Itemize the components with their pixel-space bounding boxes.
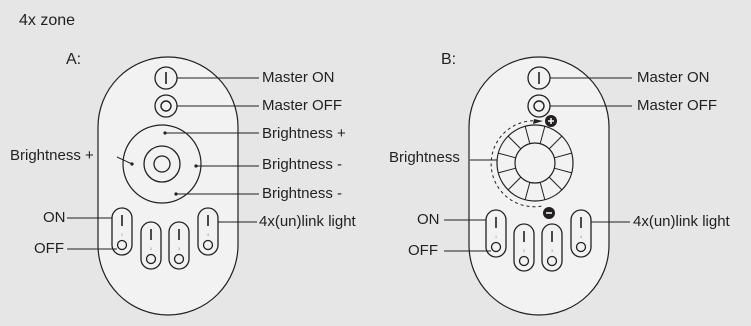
remote-a-master-on-label: Master ON: [262, 69, 335, 86]
remote-a-zone-button-4[interactable]: [197, 207, 219, 256]
remote-b-brightness-label: Brightness: [389, 149, 460, 166]
remote-a-brightness-down-right-label: Brightness -: [262, 156, 343, 173]
diagram-title: 4x zone: [19, 12, 76, 29]
brightness-arc: [490, 120, 543, 208]
remote-a-master-off-label: Master OFF: [262, 97, 343, 114]
remote-a-letter: A:: [66, 51, 82, 68]
ring-segment-divider: [554, 167, 572, 174]
remote-a-zone-number-1: 1: [121, 232, 124, 237]
remote-a-zone-button-2[interactable]: [140, 221, 162, 270]
remote-a-brightness-wheel[interactable]: [122, 124, 202, 204]
remote-a-zone-button-3[interactable]: [168, 221, 190, 270]
remote-b-zone-number-1: 1: [495, 234, 498, 239]
ring-segment-divider: [554, 152, 572, 159]
remote-b-zone-number-3: 3: [551, 248, 554, 253]
remote-a-on-label: ON: [43, 209, 66, 226]
remote-a-brightness-down-bottom-label: Brightness -: [262, 185, 343, 202]
remote-a-brightness-up-right-label: Brightness +: [262, 125, 346, 142]
ring-segment-divider: [507, 135, 522, 150]
remote-a-master-on-button[interactable]: [154, 66, 178, 90]
ring-segment-divider: [539, 182, 546, 200]
remote-b-zone-button-2[interactable]: [513, 223, 535, 272]
remote-b-on-label: ON: [417, 211, 440, 228]
remote-a-master-off-button[interactable]: [154, 94, 178, 118]
remote-a-zone-number-3: 3: [178, 246, 181, 251]
ring-segment-divider: [524, 182, 531, 200]
ring-segment-divider: [524, 126, 531, 144]
remote-a-leader-lines: [67, 77, 259, 250]
remote-b-off-label: OFF: [408, 242, 438, 259]
remote-a-zone-button-1[interactable]: [111, 207, 133, 256]
remote-b-zone-number-2: 2: [523, 248, 526, 253]
ring-segment-divider: [498, 167, 516, 174]
ring-segment-divider: [548, 135, 563, 150]
remote-b-master-off-label: Master OFF: [637, 97, 718, 114]
ring-segment-divider: [548, 176, 563, 191]
remote-b-zone-button-3[interactable]: [541, 223, 563, 272]
remote-b-zone-number-4: 4: [580, 234, 583, 239]
remote-a: 1 2 3 4: [67, 56, 259, 316]
remote-b-brightness-ring[interactable]: [490, 115, 574, 219]
remote-a-zone-number-2: 2: [150, 246, 153, 251]
remote-a-off-label: OFF: [34, 240, 64, 257]
remote-b-master-off-button[interactable]: [527, 94, 551, 118]
remote-b-zone-button-1[interactable]: [485, 209, 507, 258]
remote-a-zone-number-4: 4: [207, 232, 210, 237]
remote-b-master-on-button[interactable]: [527, 66, 551, 90]
remote-b-leader-lines: [444, 77, 632, 252]
remote-b: 1 2 3 4: [444, 56, 632, 316]
remote-a-brightness-up-left-label: Brightness +: [10, 147, 94, 164]
ring-segment-divider: [507, 176, 522, 191]
ring-segment-divider: [539, 126, 546, 144]
remote-b-link-label: 4x(un)link light: [633, 213, 730, 230]
remote-a-link-label: 4x(un)link light: [259, 213, 356, 230]
remote-b-zone-button-4[interactable]: [570, 209, 592, 258]
remote-b-master-on-label: Master ON: [637, 69, 710, 86]
remote-b-letter: B:: [441, 51, 457, 68]
power-off-icon: [160, 100, 172, 112]
ring-segment-divider: [498, 152, 516, 159]
power-off-icon: [533, 100, 545, 112]
